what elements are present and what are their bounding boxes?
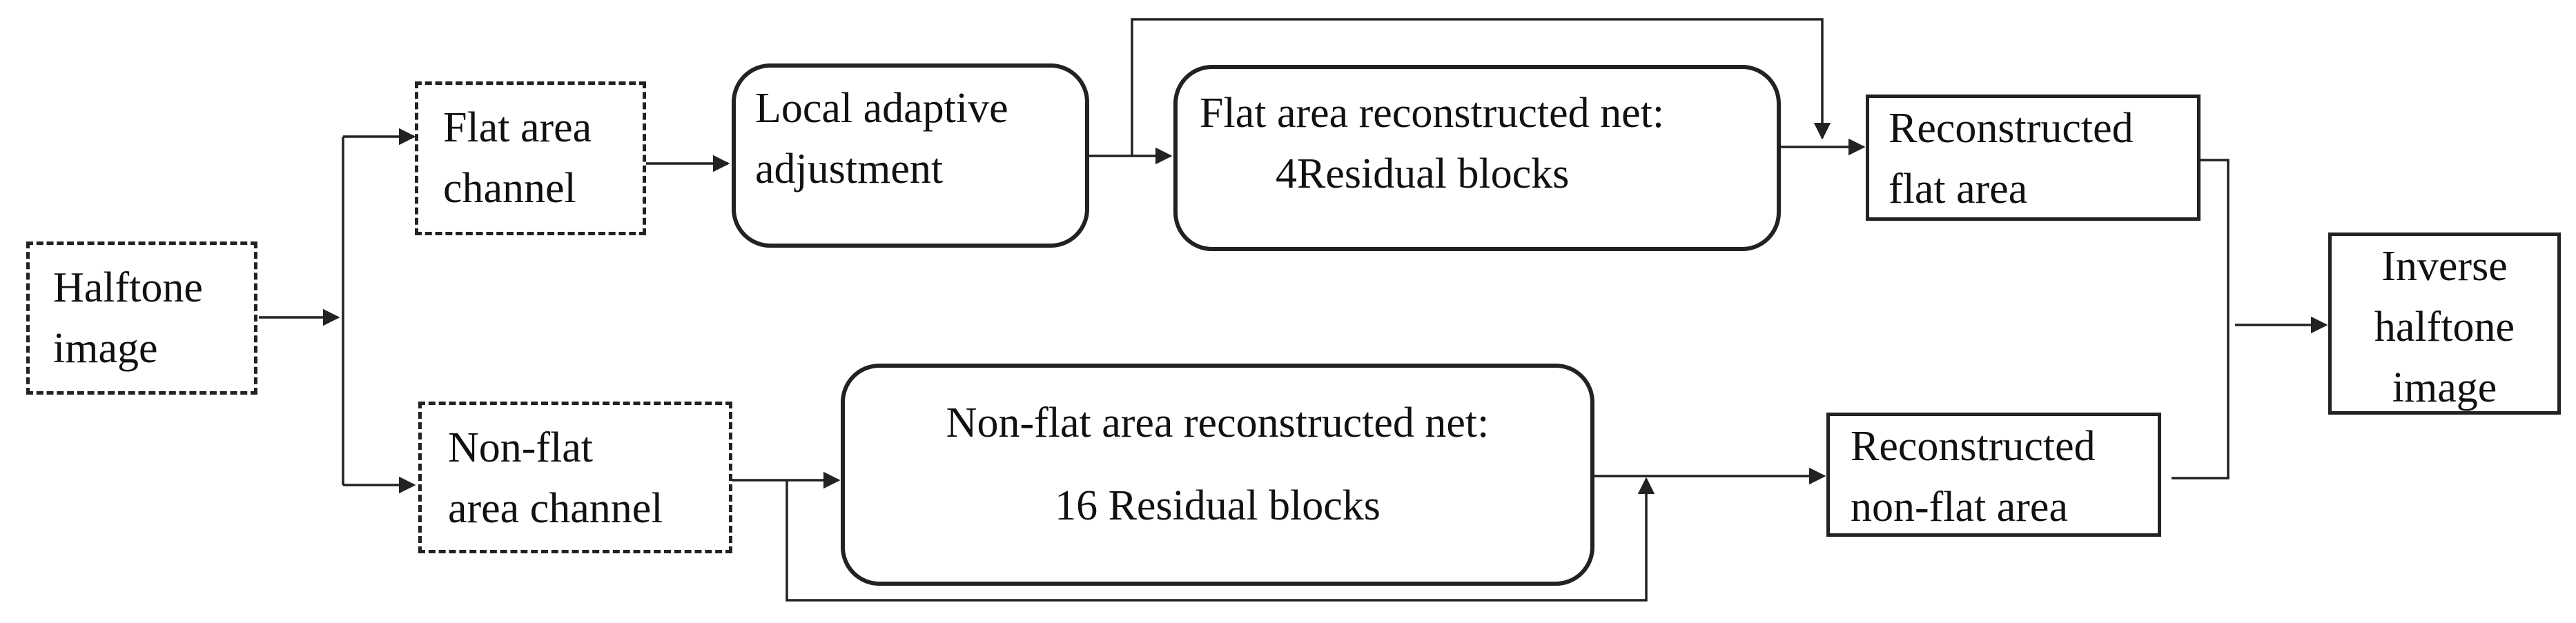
local-adaptive-label-line2: adjustment <box>755 146 944 192</box>
flat-area-channel-label-line2: channel <box>443 165 576 212</box>
nonflat-area-channel-node: Non-flat area channel <box>418 402 732 553</box>
flat-net-label-line1: Flat area reconstructed net: <box>1200 90 1665 137</box>
recon-nonflat-label-line2: non-flat area <box>1851 484 2068 531</box>
recon-nonflat-label-line1: Reconstructed <box>1851 423 2096 470</box>
nonflat-net-label-line1: Non-flat area reconstructed net: <box>946 399 1490 446</box>
arrow-nonflat-skip-connection <box>786 477 1655 602</box>
arrow-flat-skip-connection <box>1131 18 1831 156</box>
inverse-halftone-image-node: Inverse halftone image <box>2328 233 2561 415</box>
halftone-image-node: Halftone image <box>26 241 257 395</box>
recon-flat-label-line2: flat area <box>1889 166 2028 212</box>
nonflat-area-channel-label-line2: area channel <box>448 485 663 532</box>
flat-area-net-node: Flat area reconstructed net: 4Residual b… <box>1173 65 1781 251</box>
flat-net-label-line2: 4Residual blocks <box>1276 150 1570 197</box>
flat-area-channel-node: Flat area channel <box>415 81 646 235</box>
merge-bracket-bottom <box>2172 323 2229 479</box>
local-adaptive-label-line1: Local adaptive <box>755 85 1008 132</box>
nonflat-area-channel-label-line1: Non-flat <box>448 424 594 471</box>
nonflat-area-net-node: Non-flat area reconstructed net: 16 Resi… <box>841 364 1594 586</box>
halftone-image-label-line2: image <box>53 325 158 372</box>
nonflat-net-label-line2: 16 Residual blocks <box>1055 482 1380 529</box>
inverse-label-line2: halftone <box>2374 304 2515 350</box>
reconstructed-flat-area-node: Reconstructed flat area <box>1866 95 2201 221</box>
merge-bracket-top <box>2201 159 2229 323</box>
inverse-label-line1: Inverse <box>2381 243 2508 290</box>
halftone-image-label-line1: Halftone <box>53 264 203 311</box>
inverse-label-line3: image <box>2392 364 2497 411</box>
local-adaptive-adjustment-node: Local adaptive adjustment <box>732 63 1089 248</box>
reconstructed-nonflat-area-node: Reconstructed non-flat area <box>1826 413 2161 537</box>
recon-flat-label-line1: Reconstructed <box>1889 105 2134 152</box>
flat-area-channel-label-line1: Flat area <box>443 104 592 151</box>
